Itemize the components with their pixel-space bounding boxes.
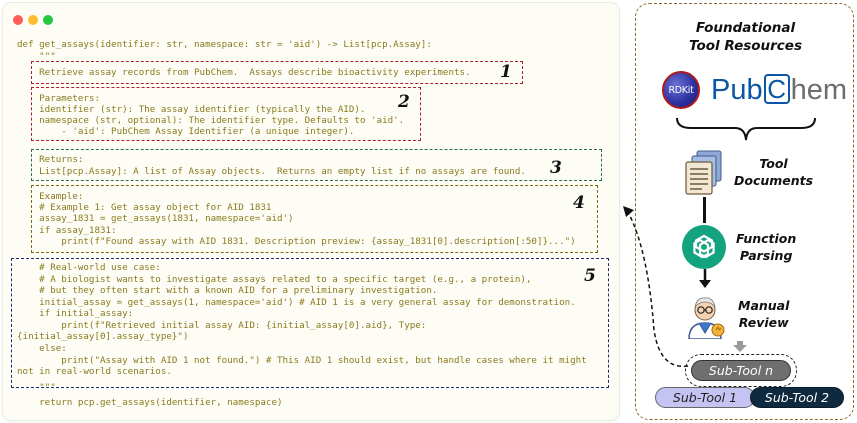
panel-heading-line-2: Tool Resources [689,38,802,54]
window-close-dot [13,15,23,25]
openai-icon [682,225,726,269]
pubchem-logo-hem: hem [790,74,848,106]
code-line: {initial_assay[0].assay_type}") [17,331,189,342]
step-label-tool-documents: Tool Documents [734,155,813,189]
step-label-function-parsing: Function Parsing [736,230,796,264]
step-label-line-2: Documents [734,173,814,188]
section-box-use-case [11,258,609,388]
pubchem-logo-c: C [763,74,790,104]
pubchem-logo-pub: Pub [711,74,763,106]
code-line: assay_1831 = get_assays(1831, namespace=… [17,213,294,224]
code-line: # Real-world use case: [17,262,161,273]
step-label-line-2: Parsing [739,248,793,263]
section-number-4: 4 [573,193,585,213]
code-line: # Example 1: Get assay object for AID 18… [17,202,272,213]
code-line: if assay_1831: [17,225,117,236]
code-panel [3,3,619,420]
documents-icon [685,150,722,195]
code-line: # A biologist wants to investigate assay… [17,274,532,285]
code-line: print(f"Retrieved initial assay AID: {in… [17,320,427,331]
rdkit-logo: RDKit [662,71,700,109]
code-line: print(f"Found assay with AID 1831. Descr… [17,236,576,247]
panel-heading: Foundational Tool Resources [636,19,855,55]
code-line: """ [17,51,56,62]
sub-tool-2-pill: Sub-Tool 2 [750,387,844,408]
code-line: # but they often start with a known AID … [17,285,438,296]
curly-brace-icon [676,117,816,141]
section-number-2: 2 [398,92,410,112]
arrow-down-icon [733,341,747,352]
step-label-line-1: Manual [738,298,790,313]
section-number-5: 5 [584,266,596,286]
window-zoom-dot [43,15,53,25]
code-line: - 'aid': PubChem Assay Identifier (a uni… [17,126,355,137]
code-line: initial_assay = get_assays(1, namespace=… [17,297,576,308]
panel-heading-line-1: Foundational [695,20,796,36]
window-minimize-dot [28,15,38,25]
section-number-1: 1 [500,62,512,82]
code-line: if initial_assay: [17,308,134,319]
code-line: identifier (str): The assay identifier (… [17,104,366,115]
section-box-returns [31,149,602,181]
step-label-line-1: Tool [759,156,788,171]
sub-tool-n-highlight [685,354,797,387]
code-line: List[pcp.Assay]: A list of Assay objects… [17,166,526,177]
section-box-parameters [31,87,421,141]
section-number-3: 3 [550,158,562,178]
scientist-icon [688,297,725,339]
code-line-return: return pcp.get_assays(identifier, namesp… [17,397,283,408]
connector-line [703,197,706,223]
arrow-down-icon [699,269,711,288]
sub-tool-1-pill: Sub-Tool 1 [655,387,755,408]
section-box-description [31,61,523,84]
code-line: Retrieve assay records from PubChem. Ass… [17,67,471,78]
code-line: print("Assay with AID 1 not found.") # T… [17,355,587,366]
code-line-signature: def get_assays(identifier: str, namespac… [17,39,432,50]
step-label-line-2: Review [738,315,789,330]
code-line: Returns: [17,154,84,165]
code-line: not in real-world scenarios. [17,366,172,377]
step-label-manual-review: Manual Review [738,297,789,331]
section-box-example [31,185,598,253]
sub-tool-n-pill: Sub-Tool n [691,360,791,381]
code-line: Parameters: [17,93,100,104]
step-label-line-1: Function [736,231,797,246]
code-line: else: [17,343,67,354]
code-line: Example: [17,191,84,202]
code-line: namespace (str, optional): The identifie… [17,115,405,126]
